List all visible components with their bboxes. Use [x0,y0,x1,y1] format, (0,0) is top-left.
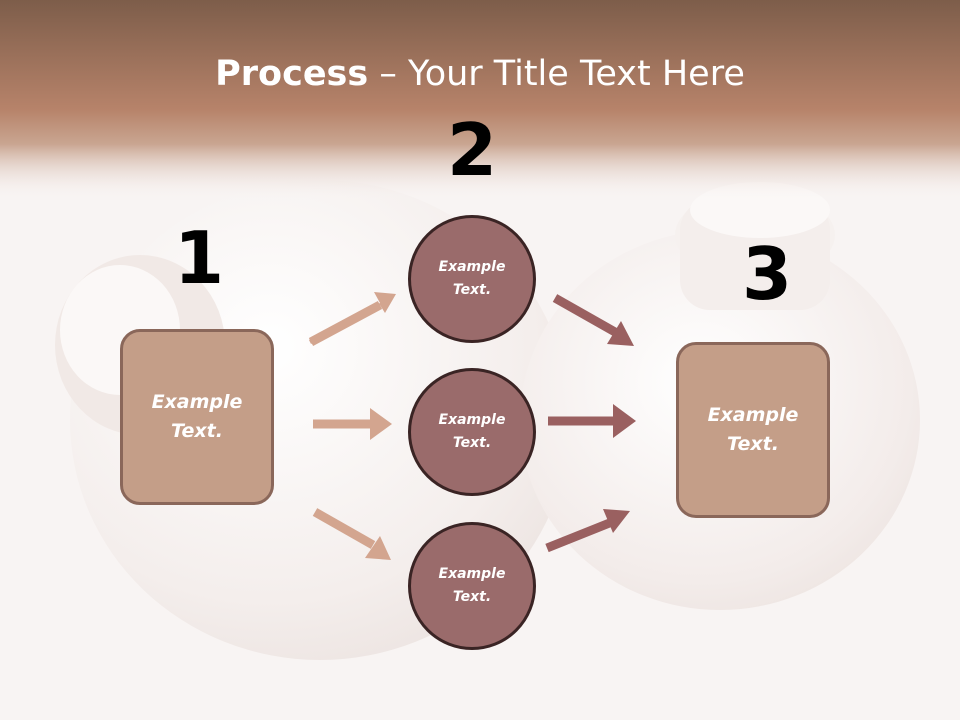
circle-top-text: Example Text. [438,259,506,298]
title-rest: – Your Title Text Here [368,54,745,94]
step-number-3: 3 [741,232,793,316]
circle-bottom-text: Example Text. [438,566,506,605]
left-box: Example Text. [120,329,274,505]
left-box-text: Example Text. [151,391,243,442]
circle-bottom: Example Text. [408,522,536,650]
circle-top: Example Text. [408,215,536,343]
right-box: Example Text. [676,342,830,518]
circle-middle: Example Text. [408,368,536,496]
slide-title: Process – Your Title Text Here [0,50,960,98]
right-box-text: Example Text. [707,404,799,455]
circle-middle-text: Example Text. [438,412,506,451]
step-number-2: 2 [446,108,498,192]
step-number-1: 1 [173,216,225,300]
title-bold: Process [215,54,369,94]
